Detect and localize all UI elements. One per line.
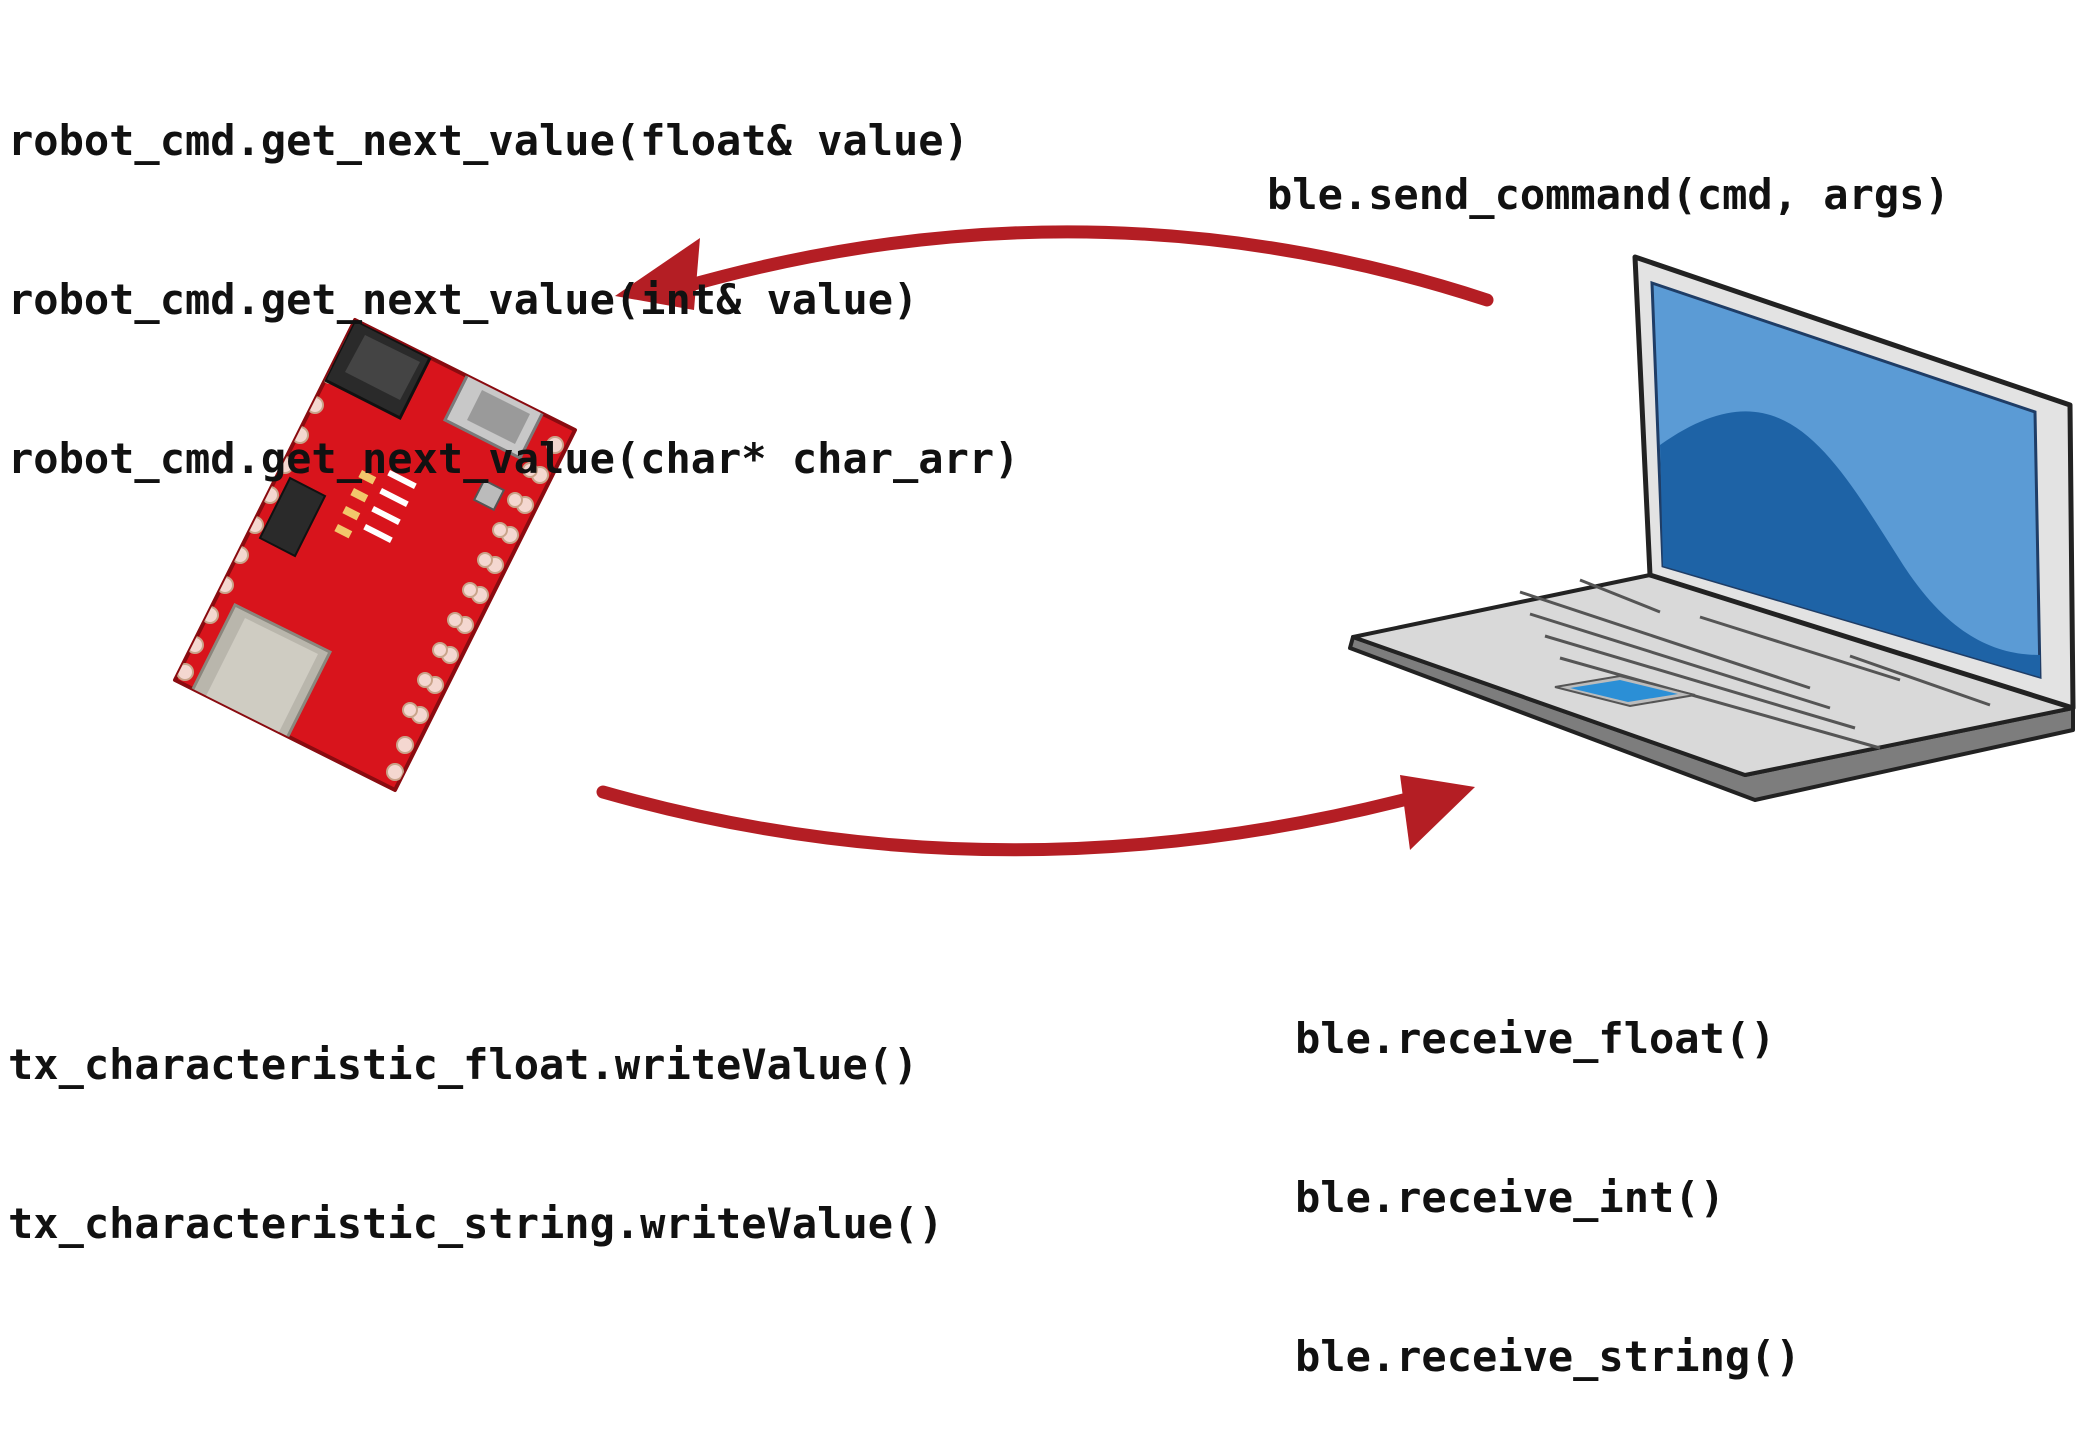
robot-function-char: robot_cmd.get_next_value(char* char_arr): [8, 434, 1020, 483]
artemis-nano-board-icon: [173, 318, 577, 792]
command-arrow: [615, 225, 1494, 310]
ble-send-function: ble.send_command(cmd, args): [1267, 62, 1950, 274]
laptop-icon: [1348, 254, 2076, 802]
robot-function-int: robot_cmd.get_next_value(int& value): [8, 275, 919, 324]
ble-receive-float: ble.receive_float(): [1295, 1014, 1776, 1063]
ble-receive-int: ble.receive_int(): [1295, 1173, 1725, 1222]
robot-command-functions: robot_cmd.get_next_value(float& value) r…: [8, 8, 1019, 538]
ble-receive-string: ble.receive_string(): [1295, 1332, 1801, 1381]
robot-function-float: robot_cmd.get_next_value(float& value): [8, 116, 969, 165]
data-arrow: [596, 775, 1475, 857]
ble-receive-functions: ble.receive_float() ble.receive_int() bl…: [1295, 906, 1801, 1436]
tx-string-write: tx_characteristic_string.writeValue(): [8, 1199, 944, 1248]
tx-float-write: tx_characteristic_float.writeValue(): [8, 1040, 919, 1089]
diagram-artwork: [173, 225, 2076, 857]
ble-send-command-text: ble.send_command(cmd, args): [1267, 170, 1950, 219]
tx-characteristic-functions: tx_characteristic_float.writeValue() tx_…: [8, 932, 944, 1303]
